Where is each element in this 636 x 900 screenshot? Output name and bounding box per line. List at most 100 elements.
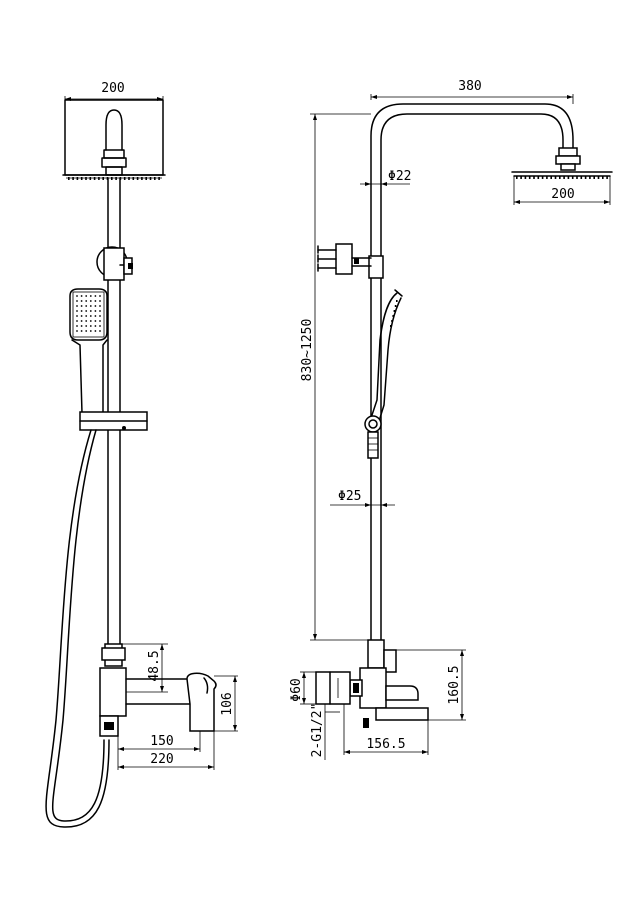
hand-nozzle-dot [80,310,83,312]
nozzle-mark [154,177,156,180]
front-mixer-height-label: 106 [220,692,235,715]
nozzle-mark [392,315,394,317]
nozzle-mark [516,176,518,179]
nozzle-mark [396,300,398,302]
nozzle-mark [123,177,126,180]
nozzle-mark [589,176,591,179]
hand-nozzle-dot [99,295,101,297]
hand-nozzle-dot [89,305,92,307]
side-cover-diameter-label: Φ60 [289,678,304,701]
side-dimensions: 380 Φ22 830~1250 200 Φ25 [289,79,611,760]
nozzle-mark [89,177,92,180]
front-wall-bracket [96,246,133,281]
hand-nozzle-dot [89,325,92,327]
nozzle-mark [593,176,595,179]
hand-nozzle-dot [99,325,101,327]
nozzle-mark [76,177,79,180]
nozzle-mark [597,176,600,179]
nozzle-mark [606,176,608,179]
hand-nozzle-dot [80,305,83,307]
front-slide-holder [79,411,148,431]
nozzle-mark [571,176,574,179]
hand-nozzle-dot [85,320,88,322]
front-shower-head [62,99,166,180]
nozzle-mark [563,176,565,179]
nozzle-mark [537,176,540,179]
nozzle-mark [136,177,139,180]
nozzle-mark [98,177,100,180]
nozzle-mark [80,177,83,180]
hand-nozzle-dot [94,310,97,312]
hand-nozzle-dot [76,300,78,302]
side-head-nozzles [516,176,608,179]
front-lower-coupling [101,643,126,667]
front-spout-reach-label: 150 [150,734,173,749]
front-hand-shower [69,288,108,414]
hand-nozzle-dot [85,295,88,297]
hand-nozzle-dot [85,330,88,332]
hand-nozzle-dot [80,300,83,302]
side-mixer [315,639,429,728]
front-dimensions: 200 48.5 106 150 [64,81,238,770]
hand-nozzle-dot [99,320,101,322]
nozzle-mark [550,176,552,179]
nozzle-mark [576,176,578,179]
front-mixer [99,667,217,737]
nozzle-mark [520,176,522,179]
hand-nozzle-dot [94,325,97,327]
hand-nozzle-dot [94,315,97,317]
hand-nozzle-dot [80,325,83,327]
nozzle-mark [145,177,147,180]
nozzle-mark [524,176,527,179]
side-wall-connector [317,243,372,275]
hand-nozzle-dot [94,320,97,322]
side-riser-diameter-label: Φ22 [388,169,411,184]
side-hand-nozzles [390,300,398,327]
hand-nozzle-dot [80,315,83,317]
nozzle-mark [149,177,152,180]
front-head-width-label: 200 [101,81,124,96]
nozzle-mark [132,177,135,180]
hand-nozzle-dot [76,325,78,327]
side-shower-head [511,147,613,179]
front-view: 200 48.5 106 150 [45,81,238,828]
hand-nozzle-dot [89,330,92,332]
side-view: 380 Φ22 830~1250 200 Φ25 [289,79,613,760]
nozzle-mark [580,176,583,179]
side-projection-label: 156.5 [366,737,405,752]
nozzle-mark [158,177,160,180]
hand-nozzle-dot [76,330,78,332]
nozzle-mark [390,325,392,327]
side-thread-label: 2-G1/2" [310,703,325,758]
shower-head-nozzles [68,177,160,180]
hand-nozzle-dot [85,315,88,317]
hand-nozzle-dot [94,295,97,297]
side-riser-arm [368,103,574,641]
hand-nozzle-dot [85,325,88,327]
hand-nozzle-dot [89,315,92,317]
nozzle-mark [68,177,70,180]
nozzle-mark [559,176,561,179]
nozzle-mark [128,177,130,180]
nozzle-mark [602,176,604,179]
hand-nozzle-dot [89,300,92,302]
nozzle-mark [546,176,548,179]
nozzle-mark [391,320,393,322]
hand-nozzle-dot [76,305,78,307]
hand-nozzle-dot [80,295,83,297]
nozzle-mark [584,176,587,179]
hand-nozzle-dot [89,320,92,322]
front-hose [45,429,110,828]
nozzle-mark [72,177,74,180]
hand-nozzle-dot [89,295,92,297]
hand-nozzle-dot [99,305,101,307]
front-mixer-depth-label: 220 [150,752,173,767]
hand-nozzle-dot [76,320,78,322]
hand-nozzle-dot [85,300,88,302]
nozzle-mark [115,177,117,180]
hand-nozzle-dot [89,310,92,312]
hand-nozzle-dot [94,305,97,307]
hand-nozzle-dot [76,295,78,297]
hand-nozzle-dot [80,320,83,322]
